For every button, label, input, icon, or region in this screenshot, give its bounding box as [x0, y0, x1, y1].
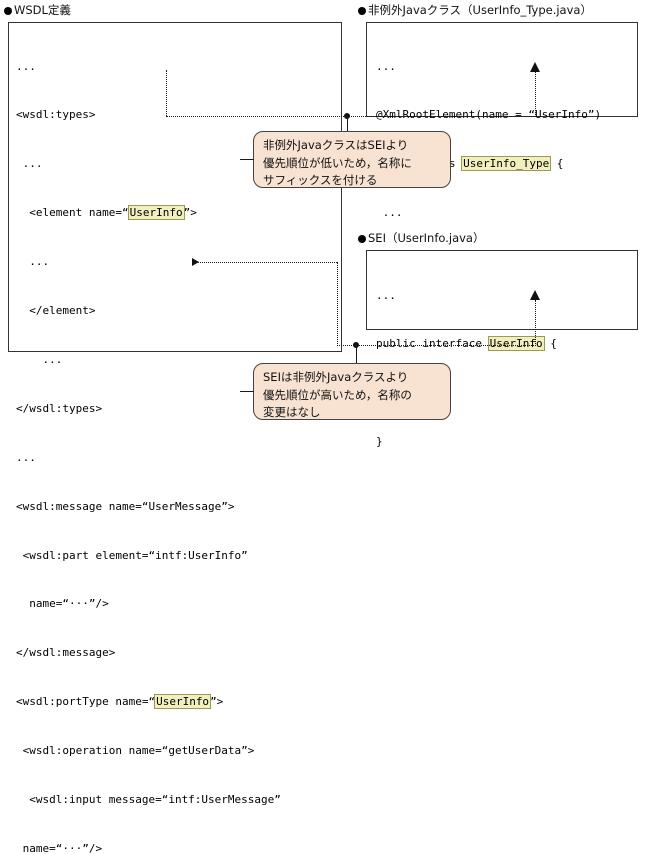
wsdl-heading-label: WSDL定義 [14, 3, 71, 17]
code-line: <wsdl:operation name=“getUserData”> [16, 744, 255, 758]
code-text: public interface [376, 337, 489, 351]
connector2-arrow-icon [530, 290, 540, 300]
connector2-horizontal-bottom [337, 345, 536, 346]
code-line: ... [376, 206, 403, 220]
sei-code-block: ... public interface UserInfo { ... } [376, 255, 638, 483]
connector2-vertical-right [535, 300, 536, 346]
connector1-horizontal [166, 116, 536, 117]
highlight-userinfo-porttype: UserInfo [154, 694, 212, 710]
highlight-userinfo-interface: UserInfo [487, 336, 545, 352]
code-line: </wsdl:types> [16, 401, 103, 415]
code-line: name=“···”/> [16, 597, 109, 611]
diagram-canvas: WSDL定義 ... <wsdl:types> ... <element nam… [4, 3, 638, 854]
code-text: <element name=“ [16, 206, 129, 220]
sei-section-heading: SEI（UserInfo.java） [358, 231, 484, 245]
code-text: <wsdl:portType name=“ [16, 695, 156, 709]
bullet-icon [358, 235, 366, 243]
code-line: </element> [16, 304, 96, 318]
code-line: ... [376, 288, 396, 302]
code-line: <wsdl:input message=“intf:UserMessage” [16, 792, 281, 806]
code-text: { [550, 157, 564, 171]
code-text: { [543, 337, 557, 351]
code-text: ”> [183, 206, 197, 220]
connector1-callout-stem [347, 116, 348, 137]
code-line: } [376, 435, 383, 449]
code-line: ... [16, 59, 36, 73]
callout-sei-priority: SEIは非例外Javaクラスより 優先順位が高いため，名称の 変更はなし [253, 363, 451, 420]
callout-nonexternal-priority: 非例外JavaクラスはSEIより 優先順位が低いため，名称に サフィックスを付け… [253, 131, 451, 188]
connector1-vertical-right [535, 72, 536, 117]
code-line: ... [16, 255, 50, 269]
bullet-icon [4, 7, 12, 15]
connector2-vertical-left [337, 262, 338, 346]
bullet-icon [358, 7, 366, 15]
nonexternal-class-section-heading: 非例外Javaクラス（UserInfo_Type.java） [358, 3, 592, 17]
code-line: name=“···”/> [16, 841, 103, 854]
highlight-userinfo-element: UserInfo [127, 205, 185, 221]
code-line: ... [16, 352, 63, 366]
callout2-left-stem [240, 391, 254, 392]
code-line: <wsdl:types> [16, 108, 96, 122]
connector1-arrow-icon [530, 62, 540, 72]
connector1-vertical-left [166, 70, 167, 116]
nonexternal-class-code-panel [366, 22, 638, 117]
code-line: <wsdl:message name=“UserMessage”> [16, 499, 235, 513]
code-line-element-name: <element name=“UserInfo”> [16, 205, 342, 221]
highlight-userinfo-type: UserInfo_Type [461, 156, 552, 172]
connector2-arrowhead-icon [192, 258, 199, 266]
connector2-callout-stem [356, 345, 357, 363]
code-line-interface-decl: public interface UserInfo { [376, 336, 638, 352]
wsdl-section-heading: WSDL定義 [4, 3, 71, 17]
code-line: </wsdl:message> [16, 646, 116, 660]
code-line: ... [376, 59, 396, 73]
sei-heading-label: SEI（UserInfo.java） [368, 231, 485, 245]
callout1-left-stem [240, 159, 254, 160]
connector2-horizontal-top [196, 262, 337, 263]
code-line-annotation: @XmlRootElement(name = “UserInfo”) [376, 108, 602, 122]
code-line: ... [16, 450, 36, 464]
code-line-porttype-name: <wsdl:portType name=“UserInfo”> [16, 694, 342, 710]
code-line: ... [16, 157, 43, 171]
code-text: ”> [210, 695, 224, 709]
sei-code-panel [366, 250, 638, 330]
code-line: <wsdl:part element=“intf:UserInfo” [16, 548, 248, 562]
nonexternal-heading-label: 非例外Javaクラス（UserInfo_Type.java） [368, 3, 592, 17]
